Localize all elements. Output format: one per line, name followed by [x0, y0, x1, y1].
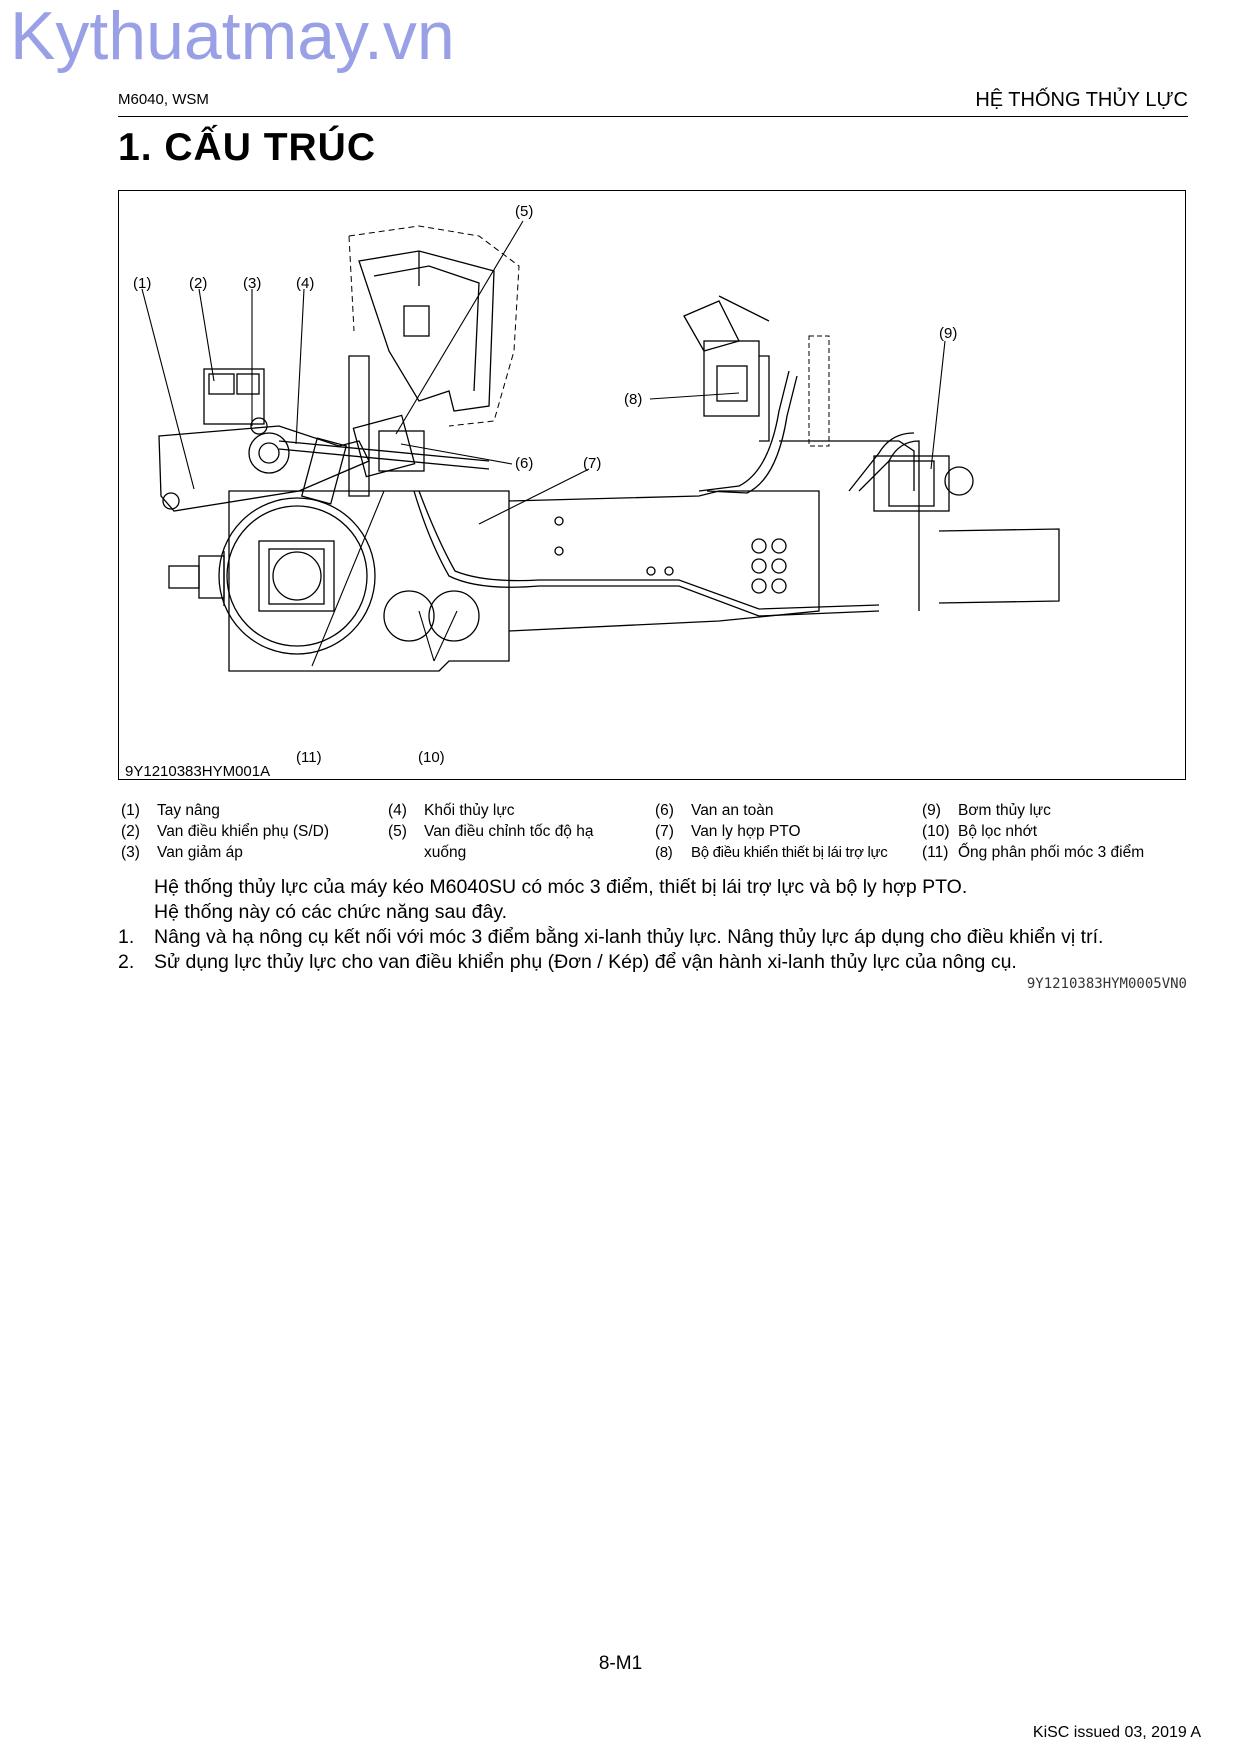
intro-paragraph-1: Hệ thống thủy lực của máy kéo M6040SU có…	[154, 876, 968, 898]
callout-4: (4)	[296, 275, 315, 292]
callout-8: (8)	[624, 391, 643, 408]
callout-6: (6)	[515, 455, 534, 472]
callout-7: (7)	[583, 455, 602, 472]
legend-item: (6)Van an toàn	[655, 802, 774, 819]
legend-item: (9)Bơm thủy lực	[922, 802, 1051, 819]
function-item-2: 2. Sử dụng lực thủy lực cho van điều khi…	[118, 951, 1017, 973]
legend-item: (2)Van điều khiển phụ (S/D)	[121, 823, 330, 840]
legend-item: (11)Ống phân phối móc 3 điểm	[922, 844, 1145, 861]
legend-column-4: (9)Bơm thủy lực (10)Bộ lọc nhớt (11)Ống …	[922, 800, 1197, 863]
callout-9: (9)	[939, 325, 958, 342]
callout-3: (3)	[243, 275, 262, 292]
legend-item: (5)Van điều chỉnh tốc độ hạ xuống	[388, 823, 594, 861]
legend-item: (1)Tay nâng	[121, 802, 220, 819]
callout-2: (2)	[189, 275, 208, 292]
legend-column-2: (4)Khối thủy lực (5)Van điều chỉnh tốc đ…	[388, 800, 618, 863]
section-title: 1. CẤU TRÚC	[118, 126, 377, 169]
intro-paragraph-2: Hệ thống này có các chức năng sau đây.	[154, 901, 508, 923]
legend-item: (10)Bộ lọc nhớt	[922, 823, 1038, 840]
footer-issue: KiSC issued 03, 2019 A	[1032, 1724, 1201, 1741]
function-item-1: 1. Nâng và hạ nông cụ kết nối với móc 3 …	[118, 926, 1104, 948]
legend-column-3: (6)Van an toàn (7)Van ly hợp PTO (8)Bộ đ…	[655, 800, 920, 863]
page-number: 8-M1	[598, 1653, 643, 1674]
legend-item: (3)Van giảm áp	[121, 844, 243, 861]
document-code: 9Y1210383HYM0005VN0	[1026, 976, 1187, 992]
header-divider	[118, 116, 1188, 117]
header-model: M6040, WSM	[118, 91, 209, 108]
callout-10: (10)	[418, 749, 445, 766]
header-chapter: HỆ THỐNG THỦY LỰC	[975, 89, 1188, 111]
callout-11: (11)	[296, 749, 322, 766]
legend-item: (4)Khối thủy lực	[388, 802, 515, 819]
callout-1: (1)	[133, 275, 152, 292]
hydraulic-system-figure: (1) (2) (3) (4) (5) (6) (7) (8) (9) (10)…	[118, 190, 1186, 780]
callout-5: (5)	[515, 203, 534, 220]
legend-item: (8)Bộ điều khiển thiết bị lái trợ lực	[655, 844, 888, 861]
watermark: Kythuatmay.vn	[10, 0, 455, 74]
figure-code: 9Y1210383HYM001A	[125, 763, 271, 780]
legend-column-1: (1)Tay nâng (2)Van điều khiển phụ (S/D) …	[121, 800, 381, 863]
tractor-hydraulic-drawing	[141, 220, 1060, 672]
legend-item: (7)Van ly hợp PTO	[655, 823, 801, 840]
